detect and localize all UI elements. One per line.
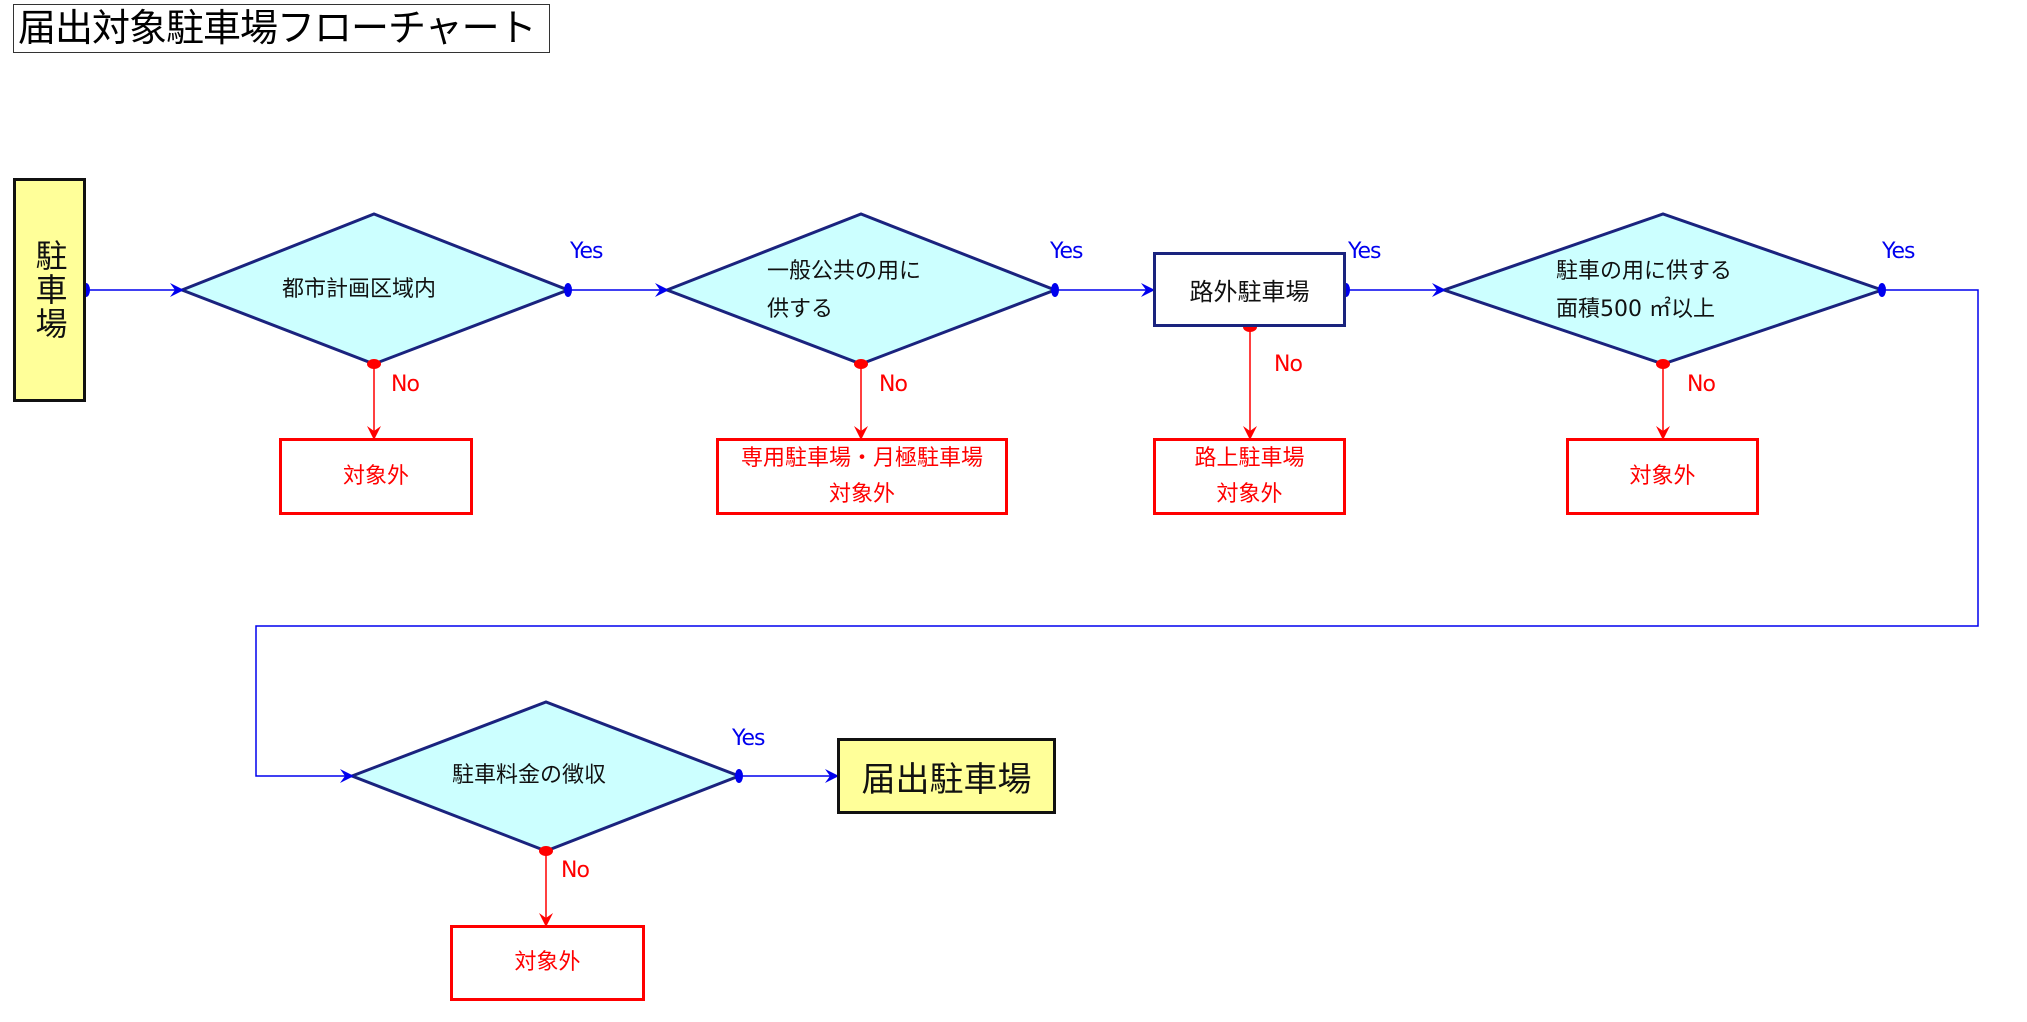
yes-label: Yes: [732, 726, 766, 751]
yes-label: Yes: [1050, 239, 1084, 264]
no-label: No: [391, 372, 420, 397]
connector-dot: [1051, 283, 1059, 297]
connector-d4-yes-loop: [255, 289, 1979, 783]
decision-text-public-use-line2: 供する: [767, 297, 834, 322]
connector-dot: [367, 359, 381, 369]
excluded-label-line1: 専用駐車場・月極駐車場: [740, 445, 983, 471]
excluded-label: 対象外: [1629, 463, 1696, 489]
page-title: 届出対象駐車場フローチャート: [13, 4, 550, 53]
excluded-box: 対象外: [1566, 438, 1759, 515]
end-terminal: 届出駐車場: [837, 738, 1056, 814]
excluded-box-onstreet: 路上駐車場 対象外: [1153, 438, 1346, 515]
end-label: 届出駐車場: [861, 759, 1032, 800]
connector-dot: [1878, 283, 1886, 297]
excluded-box: 対象外: [450, 925, 645, 1001]
excluded-box: 対象外: [279, 438, 473, 515]
yes-label: Yes: [570, 239, 604, 264]
connector-dot: [539, 846, 553, 856]
excluded-label-line2: 対象外: [1216, 481, 1283, 507]
yes-label: Yes: [1348, 239, 1382, 264]
start-label: 駐車場: [30, 239, 69, 341]
decision-text-urban-area: 都市計画区域内: [282, 277, 437, 302]
connector-dot: [854, 359, 868, 369]
start-terminal: 駐車場: [13, 178, 86, 402]
decision-text-area-line1: 駐車の用に供する: [1556, 259, 1733, 284]
no-label: No: [1687, 372, 1716, 397]
decision-text-public-use-line1: 一般公共の用に: [767, 259, 922, 284]
no-label: No: [561, 858, 590, 883]
excluded-box-private: 専用駐車場・月極駐車場 対象外: [716, 438, 1008, 515]
process-offstreet-parking: 路外駐車場: [1153, 252, 1346, 327]
connector-dot: [564, 283, 572, 297]
no-label: No: [879, 372, 908, 397]
no-label: No: [1274, 352, 1303, 377]
connector-dot: [735, 769, 743, 783]
connector-dot: [1656, 359, 1670, 369]
excluded-label: 対象外: [342, 463, 409, 489]
excluded-label-line2: 対象外: [828, 481, 895, 507]
process-label: 路外駐車場: [1189, 278, 1310, 306]
decision-text-area-line2: 面積500 ㎡以上: [1556, 297, 1715, 322]
decision-text-fee: 駐車料金の徴収: [452, 763, 607, 788]
yes-label: Yes: [1882, 239, 1916, 264]
excluded-label: 対象外: [514, 950, 581, 975]
excluded-label-line1: 路上駐車場: [1194, 445, 1305, 471]
